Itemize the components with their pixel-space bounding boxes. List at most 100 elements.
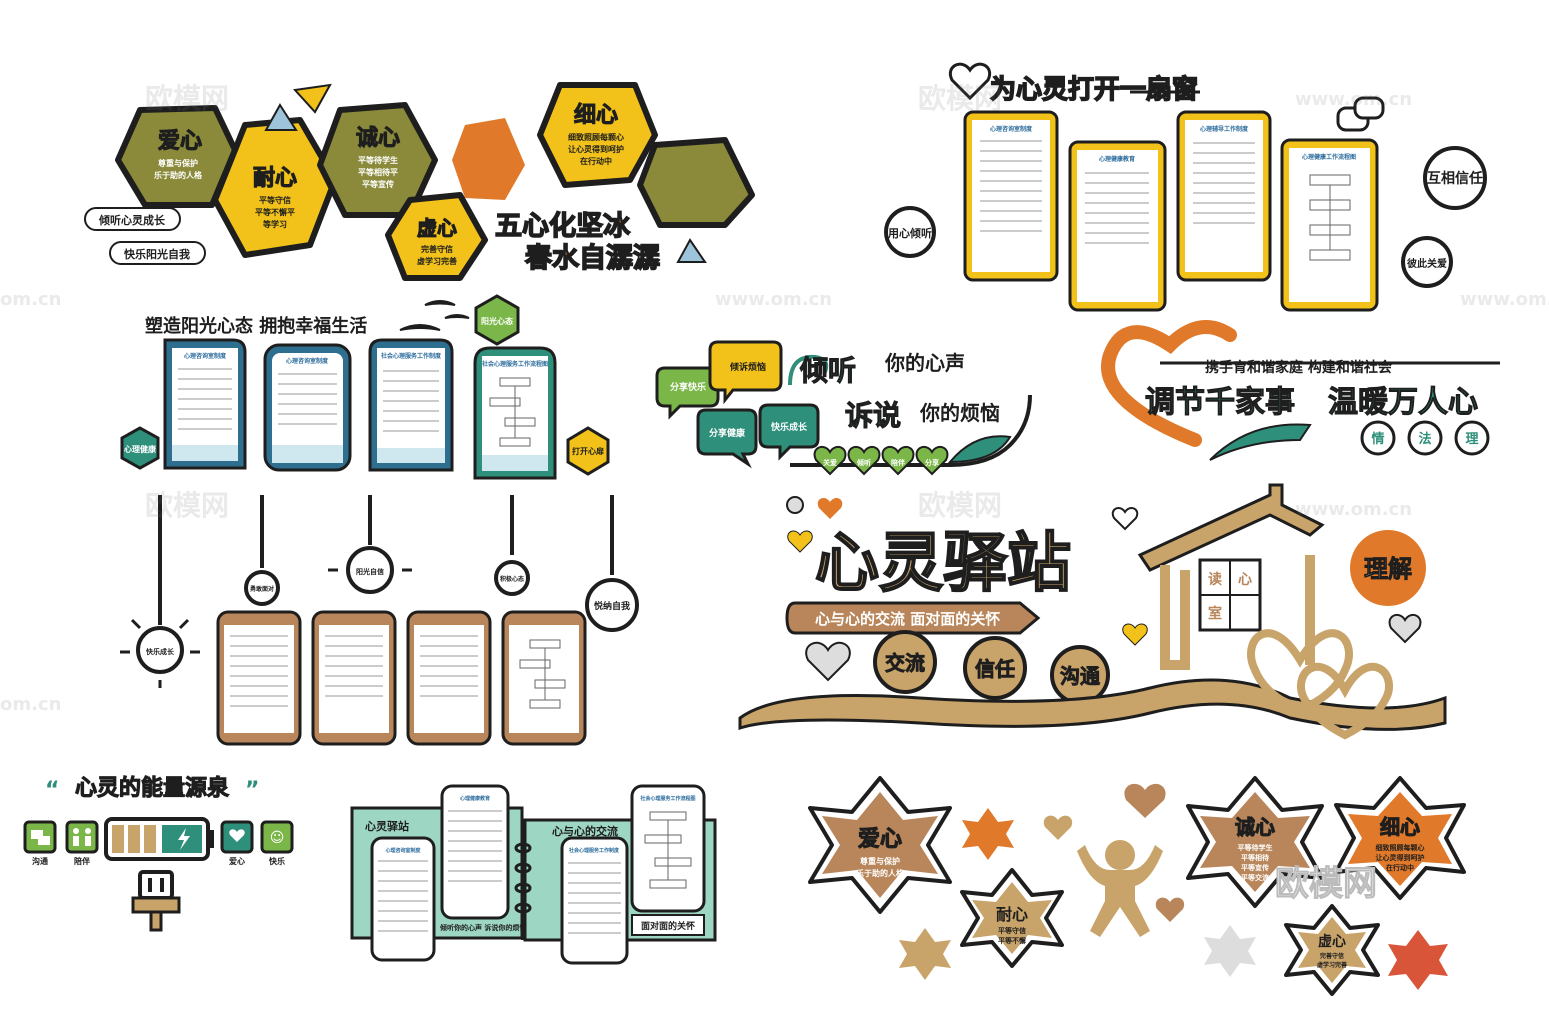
energy-label-4: 爱心 bbox=[229, 856, 245, 866]
swirl-decor bbox=[788, 354, 829, 386]
heart-decor-5 bbox=[1388, 613, 1422, 644]
bulb-label-3: 阳光自信 bbox=[356, 567, 384, 576]
station-title: 心灵驿站 bbox=[815, 527, 1071, 601]
leaf-decor bbox=[947, 435, 1012, 464]
house-char-2: 心 bbox=[1238, 572, 1252, 588]
board-title-p2-1: 心理咨询室制度 bbox=[990, 125, 1033, 133]
bulb-label-2: 勇敢面对 bbox=[250, 585, 274, 593]
board-title-p3-3: 社会心理服务工作制度 bbox=[380, 352, 442, 360]
heart-decor-4 bbox=[1122, 623, 1148, 646]
watermark-url-6: www.om.cn bbox=[1460, 289, 1549, 310]
sunny-badge-top: 阳光心态 bbox=[481, 316, 513, 326]
booklet-doc-1: 心理咨询室制度 bbox=[370, 836, 436, 962]
watermark-layer: 欧模网 欧模网 欧模网 欧模网 www.om.cn www.om.cn www.… bbox=[0, 82, 1549, 715]
star-title-4: 细心 bbox=[1380, 815, 1420, 839]
star-title-1: 爱心 bbox=[858, 827, 902, 852]
watermark-brand-3: 欧模网 bbox=[145, 489, 229, 522]
battery-icon bbox=[104, 817, 214, 861]
energy-label-5: 快乐 bbox=[269, 856, 285, 866]
listen-heart-label-4: 分享 bbox=[925, 458, 939, 467]
small-heart-1 bbox=[1124, 783, 1166, 818]
quote-close-icon: ” bbox=[245, 778, 259, 803]
bubble-4: 快乐成长 bbox=[758, 403, 820, 461]
hex-title-3: 诚心 bbox=[356, 126, 400, 151]
hex-line-1a: 尊重与保护 bbox=[158, 158, 198, 168]
star-line-4a: 细致照顾每颗心 bbox=[1376, 843, 1425, 852]
med-circle-1-ring bbox=[1360, 420, 1396, 456]
heart-decor-6 bbox=[805, 641, 851, 682]
bubble-label-3: 分享健康 bbox=[709, 427, 746, 439]
mediation-main-2: 温暖万人心 bbox=[1328, 385, 1478, 420]
bird-icon bbox=[399, 300, 470, 331]
board-title-p2-3: 心理辅导工作制度 bbox=[1200, 125, 1249, 133]
star-line-1a: 尊重与保护 bbox=[860, 856, 900, 866]
station-circle-3: 沟通 bbox=[1060, 664, 1100, 688]
panel-stars: 爱心 尊重与保护 乐于助的人格 耐心 平等守信 平等不懈 诚心 平等待学生 平等… bbox=[808, 776, 1466, 996]
hex-olive bbox=[115, 105, 238, 208]
med-circle-2-ring bbox=[1407, 420, 1443, 456]
bulb-2: 勇敢面对 bbox=[244, 495, 280, 606]
window-board-3: 心理辅导工作制度 bbox=[1176, 110, 1272, 282]
star-title-5: 虚心 bbox=[1318, 933, 1346, 950]
sunny-board-3: 社会心理服务工作制度 bbox=[368, 338, 454, 472]
hex-line-5a: 细致照顾每颗心 bbox=[568, 132, 624, 142]
med-circle-3-ring bbox=[1454, 420, 1490, 456]
listen-title-2b: 你的烦恼 bbox=[919, 401, 1000, 425]
quote-open-icon: “ bbox=[45, 778, 59, 803]
panel-mediation: 携手育和谐家庭 构建和谐社会 调节千家事 温暖万人心 情 法 理 bbox=[1101, 320, 1500, 461]
star-1: 爱心 尊重与保护 乐于助的人格 bbox=[808, 776, 952, 914]
hex-line-5b: 让心灵得到呵护 bbox=[568, 144, 624, 154]
board-title-p8-2: 心理健康教育 bbox=[460, 795, 490, 802]
hex-line-2a: 平等守信 bbox=[259, 195, 291, 205]
window-badge-3: 彼此关爱 bbox=[1407, 257, 1447, 270]
watermark-url-3: www.om.cn bbox=[1295, 499, 1412, 520]
sunny-title: 塑造阳光心态 拥抱幸福生活 bbox=[145, 315, 367, 337]
energy-icon-1: 沟通 bbox=[23, 820, 57, 866]
bulb-4: 积极心态 bbox=[494, 495, 530, 596]
listen-title-1: 倾听 bbox=[799, 354, 856, 387]
board-title-p3-1: 心理咨询室制度 bbox=[184, 352, 227, 360]
heart-decor-1 bbox=[817, 497, 843, 519]
star-line-1b: 乐于助的人格 bbox=[856, 868, 905, 878]
watermark-url-5: om.cn bbox=[0, 694, 61, 715]
hex-line-1b: 乐于助的人格 bbox=[154, 170, 203, 180]
station-circle-2-ring bbox=[963, 636, 1027, 700]
star-line-3a: 平等待学生 bbox=[1238, 843, 1273, 852]
station-badge-ring bbox=[1350, 530, 1426, 606]
hex-line-2c: 等学习 bbox=[262, 219, 287, 229]
sunny-badge-right: 打开心扉 bbox=[572, 446, 604, 456]
panel-energy: “ 心灵的能量源泉 ” 沟通 陪伴 爱心 ☺ 快乐 bbox=[23, 775, 294, 932]
star-line-2b: 平等不懈 bbox=[998, 936, 1026, 945]
triangle-blue-1 bbox=[264, 103, 298, 131]
hex-yellow-2 bbox=[537, 82, 658, 188]
listen-frame bbox=[790, 394, 1032, 467]
booklet-mid-label: 心与心的交流 bbox=[552, 824, 618, 838]
big-heart-outline bbox=[1101, 320, 1237, 447]
board-title-p3-2: 心理咨询室制度 bbox=[286, 357, 329, 365]
booklet-bottom-left: 倾听你的心声 诉说你的烦恼 bbox=[439, 923, 526, 932]
listen-heart-label-1: 关爱 bbox=[823, 458, 837, 467]
listen-heart-label-2: 倾听 bbox=[856, 458, 871, 467]
heart-outline-icon bbox=[948, 62, 992, 101]
star-3: 诚心 平等待学生 平等相待 平等宣传 平等交流 bbox=[1186, 776, 1324, 908]
hex-line-4b: 虚学习完善 bbox=[417, 256, 457, 266]
watermark-url-4: om.cn bbox=[0, 289, 61, 310]
listen-title-2: 诉说 bbox=[845, 399, 901, 432]
energy-icon-2: 陪伴 bbox=[65, 820, 99, 866]
bubble-2: 倾诉烦恼 bbox=[708, 340, 783, 405]
board-title-p2-2: 心理健康教育 bbox=[1099, 155, 1135, 163]
bubble-label-4: 快乐成长 bbox=[771, 421, 808, 433]
energy-label-1: 沟通 bbox=[32, 856, 48, 866]
panel-open-window: 为心灵打开一扇窗 心理咨询室制度 心理健康教育 心理辅导工作制度 心 bbox=[884, 62, 1487, 312]
window-badge-3-ring bbox=[1401, 236, 1453, 288]
fold-doc-3 bbox=[406, 610, 492, 746]
star-2: 耐心 平等守信 平等不懈 bbox=[960, 868, 1064, 968]
booklet-bottom-right: 面对面的关怀 bbox=[641, 920, 695, 932]
panel-heart-station: 心灵驿站 心与心的交流 面对面的关怀 交流 信任 沟通 读 心 室 理解 bbox=[738, 483, 1447, 740]
star-line-4c: 在行动中 bbox=[1386, 863, 1414, 872]
med-circle-2: 法 bbox=[1418, 431, 1431, 447]
star-5: 虚心 完善守信 虚学习完善 bbox=[1284, 904, 1380, 996]
energy-label-2: 陪伴 bbox=[74, 856, 90, 866]
watermark-url-2: www.om.cn bbox=[715, 289, 832, 310]
